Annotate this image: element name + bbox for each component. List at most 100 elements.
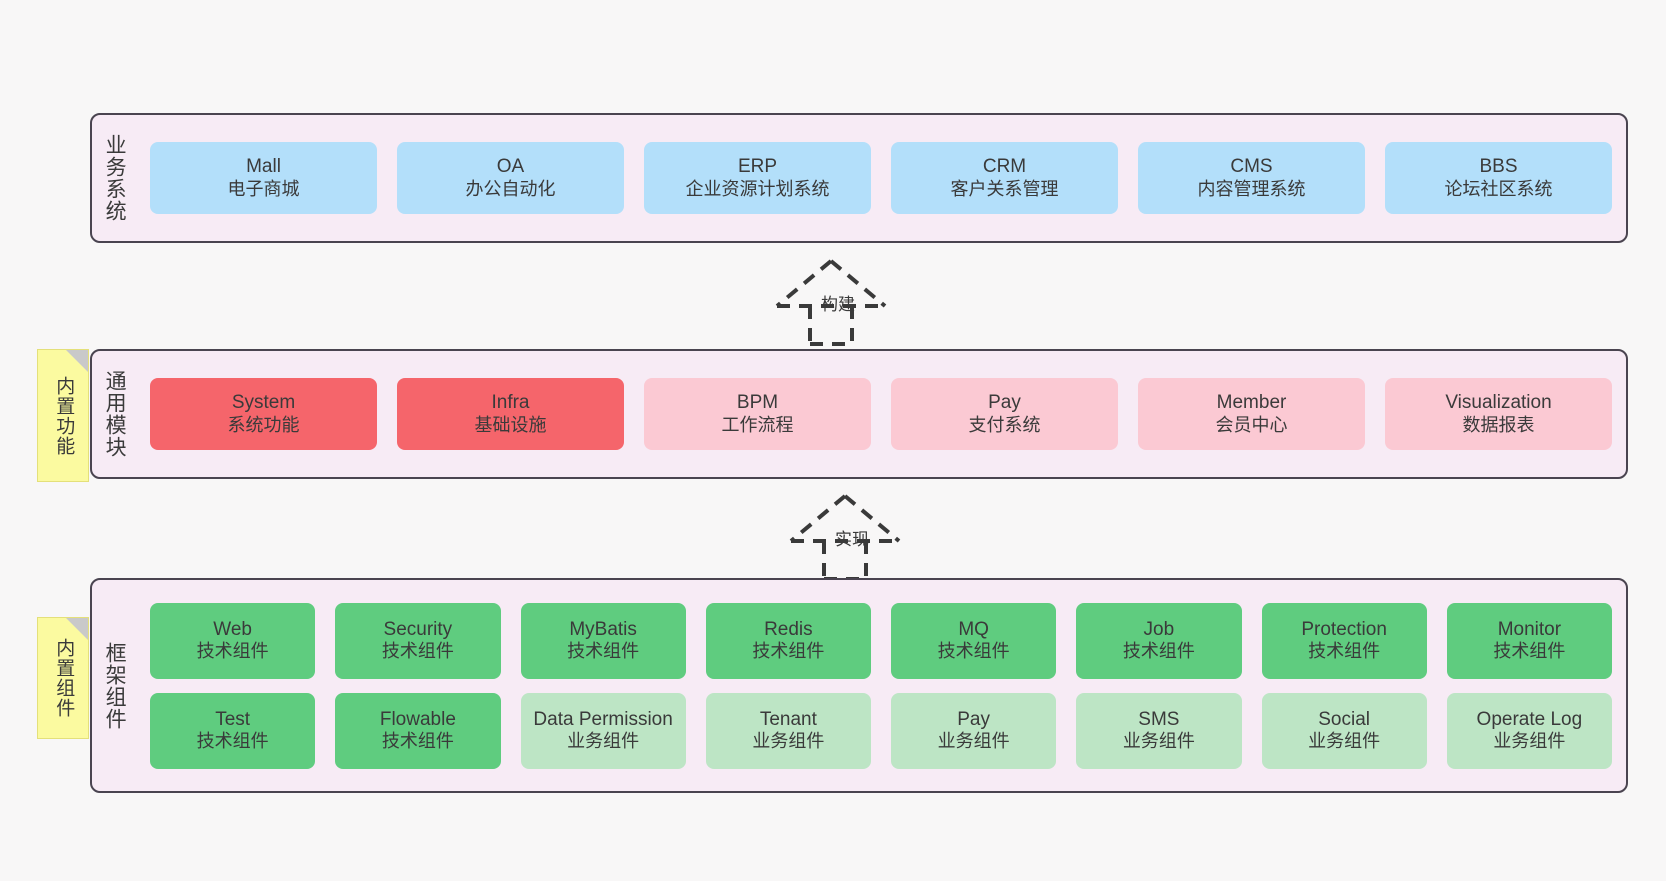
card-mall[interactable]: Mall 电子商城: [150, 142, 377, 214]
folded-corner-icon: [66, 350, 88, 372]
card-subtitle: 技术组件: [381, 641, 454, 662]
card-mq[interactable]: MQ 技术组件: [891, 602, 1057, 679]
card-title: Web: [213, 618, 252, 640]
card-test[interactable]: Test 技术组件: [150, 692, 316, 769]
card-social[interactable]: Social 业务组件: [1261, 692, 1427, 769]
card-title: Data Permission: [533, 708, 673, 730]
card-title: Infra: [491, 392, 530, 414]
card-title: CRM: [982, 156, 1027, 178]
layer-common-modules: 通用模块 System 系统功能 Infra 基础设施 BPM 工作流程 Pay…: [90, 349, 1628, 479]
card-subtitle: 办公自动化: [465, 178, 556, 199]
card-title: BPM: [736, 392, 779, 414]
card-subtitle: 企业资源计划系统: [685, 178, 830, 199]
card-subtitle: 系统功能: [227, 414, 300, 435]
connector-build: 构建: [758, 258, 904, 346]
card-security[interactable]: Security 技术组件: [335, 602, 501, 679]
card-monitor[interactable]: Monitor 技术组件: [1446, 602, 1612, 679]
card-subtitle: 技术组件: [196, 731, 269, 752]
layer-body-common: System 系统功能 Infra 基础设施 BPM 工作流程 Pay 支付系统…: [136, 351, 1626, 477]
connector-build-label: 构建: [821, 295, 855, 314]
card-subtitle: 业务组件: [1308, 731, 1381, 752]
card-subtitle: 技术组件: [567, 641, 640, 662]
card-title: MQ: [958, 618, 989, 640]
card-protection[interactable]: Protection 技术组件: [1261, 602, 1427, 679]
card-title: ERP: [737, 156, 778, 178]
card-bpm[interactable]: BPM 工作流程: [644, 378, 871, 450]
card-subtitle: 数据报表: [1462, 414, 1535, 435]
card-sms[interactable]: SMS 业务组件: [1076, 692, 1242, 769]
card-data-permission[interactable]: Data Permission 业务组件: [520, 692, 686, 769]
card-subtitle: 客户关系管理: [950, 178, 1059, 199]
card-title: System: [231, 392, 296, 414]
connector-implement-label: 实现: [835, 530, 869, 549]
card-title: Protection: [1301, 618, 1387, 640]
card-subtitle: 会员中心: [1215, 414, 1288, 435]
card-title: Pay: [957, 708, 990, 730]
card-title: Tenant: [759, 708, 817, 730]
card-row: Test 技术组件 Flowable 技术组件 Data Permission …: [150, 692, 1612, 769]
layer-title-common: 通用模块: [103, 370, 127, 458]
card-redis[interactable]: Redis 技术组件: [705, 602, 871, 679]
card-row: Web 技术组件 Security 技术组件 MyBatis 技术组件 Redi…: [150, 602, 1612, 679]
card-title: Job: [1143, 618, 1175, 640]
layer-framework-components: 框架组件 Web 技术组件 Security 技术组件 MyBatis 技术组件…: [90, 578, 1628, 793]
card-operate-log[interactable]: Operate Log 业务组件: [1446, 692, 1612, 769]
card-member[interactable]: Member 会员中心: [1138, 378, 1365, 450]
card-subtitle: 技术组件: [1122, 641, 1195, 662]
card-title: Security: [383, 618, 453, 640]
card-job[interactable]: Job 技术组件: [1076, 602, 1242, 679]
card-pay-business[interactable]: Pay 业务组件: [891, 692, 1057, 769]
card-subtitle: 业务组件: [1122, 731, 1195, 752]
card-title: OA: [496, 156, 525, 178]
card-pay[interactable]: Pay 支付系统: [891, 378, 1118, 450]
card-infra[interactable]: Infra 基础设施: [397, 378, 624, 450]
card-title: Flowable: [379, 708, 456, 730]
layer-title-framework: 框架组件: [103, 641, 127, 730]
card-title: Visualization: [1445, 392, 1552, 414]
sticky-note-label: 内置组件: [53, 638, 75, 718]
card-title: Social: [1318, 708, 1370, 730]
card-subtitle: 业务组件: [567, 731, 640, 752]
card-bbs[interactable]: BBS 论坛社区系统: [1385, 142, 1612, 214]
card-subtitle: 业务组件: [937, 731, 1010, 752]
card-system[interactable]: System 系统功能: [150, 378, 377, 450]
layer-business-systems: 业务系统 Mall 电子商城 OA 办公自动化 ERP 企业资源计划系统 CRM…: [90, 113, 1628, 243]
card-title: Member: [1216, 392, 1287, 414]
card-mybatis[interactable]: MyBatis 技术组件: [520, 602, 686, 679]
card-oa[interactable]: OA 办公自动化: [397, 142, 624, 214]
card-tenant[interactable]: Tenant 业务组件: [705, 692, 871, 769]
card-flowable[interactable]: Flowable 技术组件: [335, 692, 501, 769]
card-subtitle: 支付系统: [968, 414, 1041, 435]
card-title: Monitor: [1497, 618, 1562, 640]
card-title: CMS: [1230, 156, 1273, 178]
card-title: MyBatis: [569, 618, 637, 640]
layer-title-business: 业务系统: [103, 134, 127, 222]
card-subtitle: 技术组件: [1308, 641, 1381, 662]
card-erp[interactable]: ERP 企业资源计划系统: [644, 142, 871, 214]
card-row: System 系统功能 Infra 基础设施 BPM 工作流程 Pay 支付系统…: [150, 378, 1612, 450]
card-subtitle: 业务组件: [1493, 731, 1566, 752]
card-subtitle: 工作流程: [721, 414, 794, 435]
card-crm[interactable]: CRM 客户关系管理: [891, 142, 1118, 214]
card-row: Mall 电子商城 OA 办公自动化 ERP 企业资源计划系统 CRM 客户关系…: [150, 142, 1612, 214]
card-title: Pay: [988, 392, 1021, 414]
card-subtitle: 技术组件: [752, 641, 825, 662]
card-subtitle: 技术组件: [196, 641, 269, 662]
layer-body-framework: Web 技术组件 Security 技术组件 MyBatis 技术组件 Redi…: [136, 580, 1626, 791]
card-subtitle: 技术组件: [937, 641, 1010, 662]
card-title: SMS: [1138, 708, 1180, 730]
sticky-note-label: 内置功能: [53, 375, 75, 456]
card-subtitle: 技术组件: [381, 731, 454, 752]
card-subtitle: 论坛社区系统: [1444, 178, 1553, 199]
card-visualization[interactable]: Visualization 数据报表: [1385, 378, 1612, 450]
card-title: Redis: [764, 618, 813, 640]
folded-corner-icon: [66, 618, 88, 640]
card-subtitle: 基础设施: [474, 414, 547, 435]
connector-implement: 实现: [772, 493, 918, 581]
card-subtitle: 业务组件: [752, 731, 825, 752]
card-web[interactable]: Web 技术组件: [150, 602, 316, 679]
card-subtitle: 电子商城: [227, 178, 300, 199]
card-title: Test: [215, 708, 251, 730]
card-subtitle: 内容管理系统: [1197, 178, 1306, 199]
card-cms[interactable]: CMS 内容管理系统: [1138, 142, 1365, 214]
